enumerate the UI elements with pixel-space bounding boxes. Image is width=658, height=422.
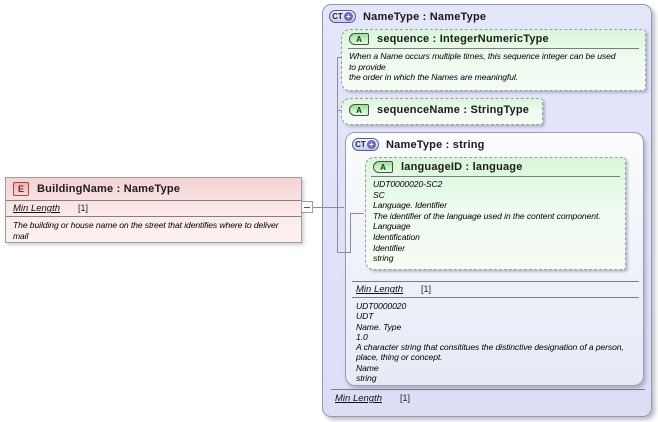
- expand-icon[interactable]: +: [343, 12, 353, 21]
- attribute-title: languageID : language: [401, 161, 523, 173]
- complextype-icon: CT +: [352, 138, 379, 151]
- facet-name: Min Length: [13, 203, 61, 214]
- attribute-header: A sequence : IntegerNumericType: [342, 30, 645, 48]
- attribute-header: A languageID : language: [366, 158, 625, 176]
- connector-stub-innerbox: [337, 252, 351, 253]
- complextype-icon: CT +: [329, 10, 356, 23]
- complextype-header: CT + NameType : string: [346, 133, 643, 156]
- complextype-icon-label: CT: [355, 139, 366, 149]
- connector-trunk-outer: [337, 57, 338, 253]
- complextype-title: NameType : NameType: [363, 10, 487, 23]
- annotation-line: to provide: [349, 61, 386, 72]
- attribute-annotation: UDT0000020-SC2 SC Language. Identifier T…: [366, 177, 625, 264]
- attribute-icon: A: [373, 161, 393, 173]
- complextype-icon-label: CT: [332, 11, 343, 21]
- minus-icon: [304, 206, 310, 208]
- facet-cardinality: [1]: [400, 393, 411, 403]
- info-line: 1.0: [356, 331, 368, 342]
- separator: [371, 176, 620, 177]
- element-header: E BuildingName : NameType: [6, 178, 301, 200]
- annotation-line: Language. Identifier: [373, 200, 447, 211]
- separator: [348, 48, 639, 49]
- facet-name: Min Length: [335, 393, 383, 404]
- attribute-annotation: When a Name occurs multiple times, this …: [342, 49, 645, 83]
- info-line: UDT: [356, 311, 374, 322]
- attribute-icon: A: [349, 33, 369, 45]
- annotation-line: Identifier: [373, 242, 405, 253]
- complextype-box-nametype-string: CT + NameType : string A languageID : la…: [345, 132, 644, 386]
- element-box-buildingname: E BuildingName : NameType Min Length [1]…: [5, 177, 302, 243]
- attribute-title: sequenceName : StringType: [377, 104, 530, 116]
- attribute-box-languageid: A languageID : language UDT0000020-SC2 S…: [365, 157, 626, 270]
- attribute-box-sequencename: A sequenceName : StringType: [341, 98, 543, 125]
- facet-cardinality: [1]: [421, 284, 432, 294]
- info-line: UDT0000020: [356, 301, 407, 311]
- attribute-box-sequence: A sequence : IntegerNumericType When a N…: [341, 29, 646, 91]
- complextype-title: NameType : string: [386, 138, 485, 151]
- info-line: Name. Type: [356, 321, 402, 332]
- info-line: A character string that consititues the …: [356, 342, 624, 363]
- element-icon: E: [13, 182, 29, 196]
- connector-stub-sequencename: [337, 110, 341, 111]
- annotation-line: Identification: [373, 231, 420, 242]
- annotation-line: UDT0000020-SC2: [373, 179, 443, 189]
- connector-stub-languageid: [350, 213, 364, 214]
- facet-cardinality: [1]: [78, 203, 89, 213]
- annotation-line: the order in which the Names are meaning…: [349, 72, 518, 83]
- attribute-header: A sequenceName : StringType: [342, 99, 542, 119]
- attribute-icon: A: [349, 104, 369, 116]
- element-description: The building or house name on the street…: [13, 220, 279, 241]
- annotation-line: string: [373, 253, 394, 264]
- annotation-line: Language: [373, 221, 411, 232]
- annotation-line: SC: [373, 189, 385, 200]
- info-line: string: [356, 373, 377, 384]
- complextype-header: CT + NameType : NameType: [323, 5, 651, 28]
- connector-line-entry: [313, 207, 344, 208]
- connector-trunk-inner: [350, 213, 351, 253]
- type-info-block: UDT0000020 UDT Name. Type 1.0 A characte…: [352, 301, 641, 383]
- complextype-box-nametype: CT + NameType : NameType A sequence : In…: [322, 4, 652, 417]
- facet-name: Min Length: [356, 284, 404, 295]
- expand-icon[interactable]: +: [366, 140, 376, 149]
- connector-stub-sequence: [337, 57, 341, 58]
- annotation-line: When a Name occurs multiple times, this …: [349, 51, 616, 61]
- element-title: BuildingName : NameType: [37, 183, 181, 195]
- facet-row: Min Length [1]: [331, 389, 645, 404]
- collapse-handle[interactable]: [301, 201, 313, 213]
- attribute-title: sequence : IntegerNumericType: [377, 33, 549, 45]
- annotation-line: The identifier of the language used in t…: [373, 210, 601, 221]
- facet-row: Min Length [1]: [352, 281, 639, 298]
- info-line: Name: [356, 362, 379, 373]
- element-facet-row: Min Length [1]: [6, 200, 301, 217]
